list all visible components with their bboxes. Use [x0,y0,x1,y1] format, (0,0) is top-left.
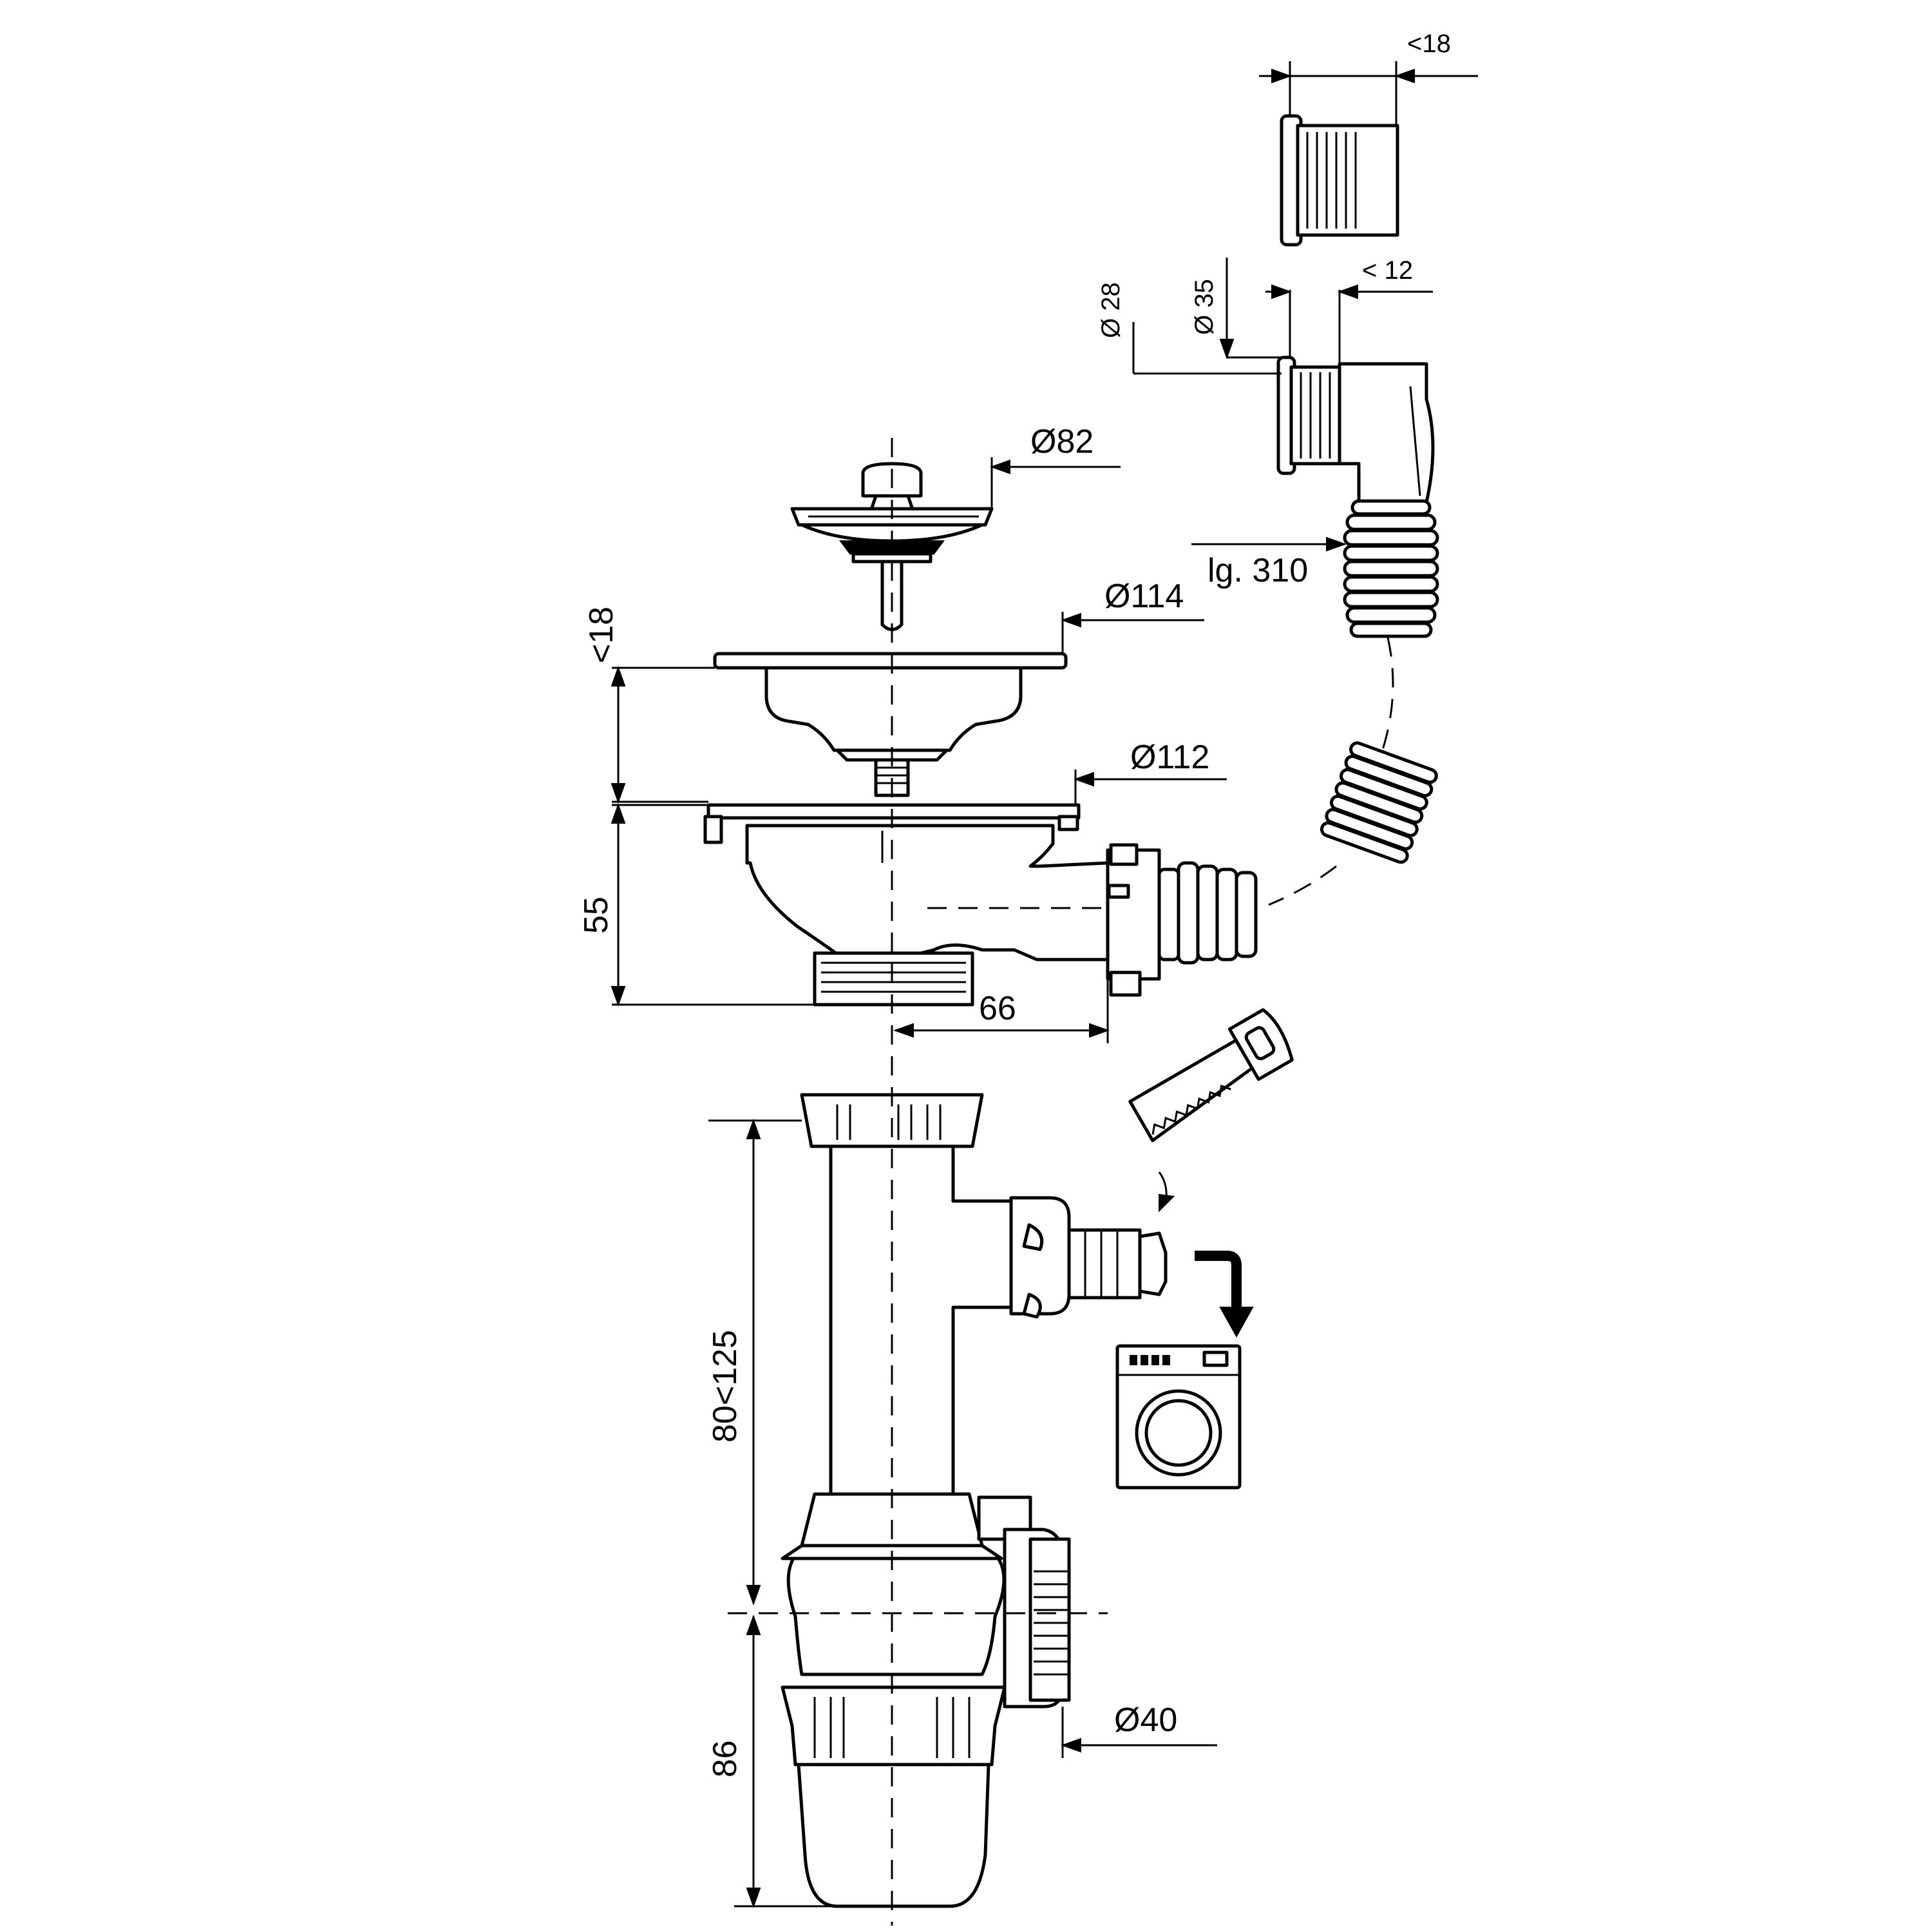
dim-outlet-offset-label: 66 [979,990,1016,1027]
bottle-trap [781,1093,1168,1908]
dim-outlet-dia-label: Ø40 [1114,1701,1178,1739]
dim-top-flange-label: <18 [1407,30,1451,58]
dim-top-flange [1259,61,1478,126]
dim-trap-height-label: 80<125 [706,1330,744,1443]
overflow-cap [1280,114,1399,247]
bent-arrow-icon [1158,1171,1254,1338]
dim-trap [708,1119,1217,1908]
dim-basket [611,612,1204,804]
dim-hose-length-label: lg. 310 [1208,552,1309,589]
dim-body [611,770,1227,1043]
dim-strainer-label: Ø82 [1030,423,1094,460]
saw-icon [1128,1008,1294,1142]
dim-overflow-dia35-label: Ø 35 [1190,279,1218,335]
dim-body-height-label: 55 [578,896,615,934]
dim-overflow-dia28-label: Ø 28 [1097,282,1125,338]
overflow-elbow [1276,355,1435,504]
dim-body-dia-label: Ø112 [1130,739,1210,776]
corrugated-hose [1191,499,1439,906]
dim-basket-label: Ø114 [1104,578,1184,615]
basket [713,652,1068,797]
dim-strainer [990,457,1121,509]
dim-overflow [1132,258,1433,375]
dim-trap-lower-label: 86 [706,1740,744,1777]
washing-machine-icon [1115,1344,1242,1490]
dim-flange-height-label: <18 [583,606,620,663]
dim-overflow-length-label: < 12 [1362,256,1413,285]
drain-body [703,803,1258,1007]
